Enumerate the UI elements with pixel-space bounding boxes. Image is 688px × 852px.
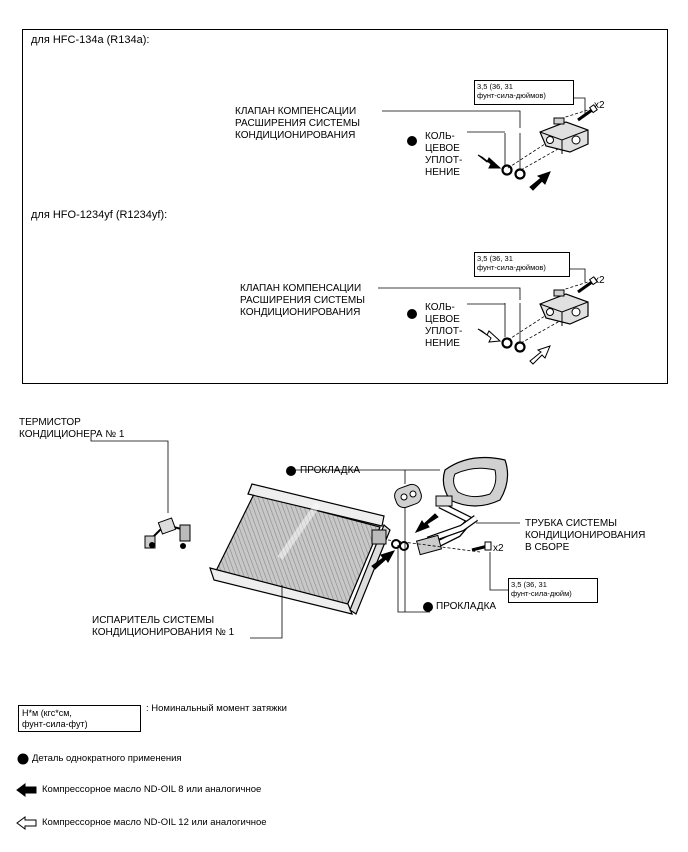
oring-label-1c: УПЛОТ- [425, 155, 463, 166]
torque-lower-line2: фунт-сила-дюйм) [511, 589, 572, 598]
single-use-dot-1 [407, 136, 417, 146]
thermistor-label-2: КОНДИЦИОНЕРА № 1 [19, 429, 125, 440]
oring-lower-b [399, 541, 409, 551]
valve-label-1c: КОНДИЦИОНИРОВАНИЯ [235, 130, 356, 141]
legend-torque-desc: : Номинальный момент затяжки [146, 703, 287, 714]
valve-label-2b: РАСШИРЕНИЯ СИСТЕМЫ [240, 295, 366, 306]
oring-2a [501, 337, 513, 349]
legend-oil8: Компрессорное масло ND-OIL 8 или аналоги… [42, 784, 262, 795]
oring-1b [514, 168, 526, 180]
x2-label-2: x2 [594, 275, 605, 286]
valve-label-2c: КОНДИЦИОНИРОВАНИЯ [240, 307, 361, 318]
x2-label-1: x2 [594, 100, 605, 111]
valve-label-1b: РАСШИРЕНИЯ СИСТЕМЫ [235, 118, 361, 129]
gasket-label-bottom: ПРОКЛАДКА [436, 601, 497, 612]
single-use-dot-gasket-top [286, 466, 296, 476]
torque-1-line2: фунт-сила-дюймов) [477, 91, 546, 100]
section1-title: для HFC-134a (R134a): [31, 34, 150, 46]
torque-2-line2: фунт-сила-дюймов) [477, 263, 546, 272]
valve-block-2 [539, 289, 589, 327]
thermistor [144, 517, 191, 549]
top-diagram [378, 97, 599, 365]
torque-1-line1: 3,5 (36, 31 [477, 82, 513, 91]
legend-oil12-arrow-icon [16, 816, 37, 830]
gasket-small [394, 483, 422, 509]
oring-label-2d: НЕНИЕ [425, 338, 460, 349]
single-use-dot-gasket-bottom [423, 602, 433, 612]
torque-lower-line1: 3,5 (36, 31 [511, 580, 547, 589]
oring-2b [514, 341, 526, 353]
torque-2-line1: 3,5 (36, 31 [477, 254, 513, 263]
evap-label-1: ИСПАРИТЕЛЬ СИСТЕМЫ [92, 615, 215, 626]
section2-drawing [378, 268, 599, 365]
oring-label-1b: ЦЕВОЕ [425, 143, 460, 154]
tube-label-2: КОНДИЦИОНИРОВАНИЯ [525, 530, 646, 541]
valve-label-1a: КЛАПАН КОМПЕНСАЦИИ [235, 106, 357, 117]
section1-drawing [382, 97, 599, 191]
oil8-arrow-1a [477, 154, 502, 169]
torque-box-1: 3,5 (36, 31 фунт-сила-дюймов) [474, 80, 574, 105]
legend-torque-line1: Н*м (кгс*см, [22, 708, 72, 718]
oil12-arrow-2a [477, 328, 502, 343]
oring-label-2a: КОЛЬ- [425, 302, 455, 313]
oring-label-2c: УПЛОТ- [425, 326, 463, 337]
oring-label-1a: КОЛЬ- [425, 131, 455, 142]
torque-box-2: 3,5 (36, 31 фунт-сила-дюймов) [474, 252, 570, 277]
gasket-label-top: ПРОКЛАДКА [300, 465, 361, 476]
single-use-dot-2 [407, 309, 417, 319]
oring-label-2b: ЦЕВОЕ [425, 314, 460, 325]
evap-label-2: КОНДИЦИОНИРОВАНИЯ № 1 [92, 627, 235, 638]
section2-title: для HFO-1234yf (R1234yf): [31, 209, 168, 221]
oring-lower-a [391, 539, 401, 549]
gasket-large [442, 456, 509, 507]
oil8-arrow-lower-b [371, 550, 396, 570]
oring-1a [501, 164, 513, 176]
legend-oil12: Компрессорное масло ND-OIL 12 или аналог… [42, 817, 267, 828]
thermistor-label-1: ТЕРМИСТОР [19, 417, 81, 428]
legend-torque-line2: фунт-сила-фут) [22, 719, 88, 729]
valve-label-2a: КЛАПАН КОМПЕНСАЦИИ [240, 283, 362, 294]
legend-single-use: Деталь однократного применения [32, 753, 182, 764]
legend-torque-box: Н*м (кгс*см, фунт-сила-фут) [18, 705, 141, 732]
x2-label-lower: x2 [493, 543, 504, 554]
oil8-arrow-1b [529, 171, 551, 191]
oil8-arrow-lower-a [414, 513, 439, 533]
tube-label-1: ТРУБКА СИСТЕМЫ [525, 518, 618, 529]
evaporator [209, 483, 391, 615]
tube-label-3: В СБОРЕ [525, 542, 570, 553]
legend-oil8-arrow-icon [16, 783, 37, 797]
oring-label-1d: НЕНИЕ [425, 167, 460, 178]
valve-block-1 [539, 117, 589, 155]
oil12-arrow-2b [529, 345, 551, 365]
lower-diagram [90, 437, 520, 639]
torque-box-lower: 3,5 (36, 31 фунт-сила-дюйм) [508, 578, 598, 603]
legend-single-use-icon [17, 753, 29, 765]
